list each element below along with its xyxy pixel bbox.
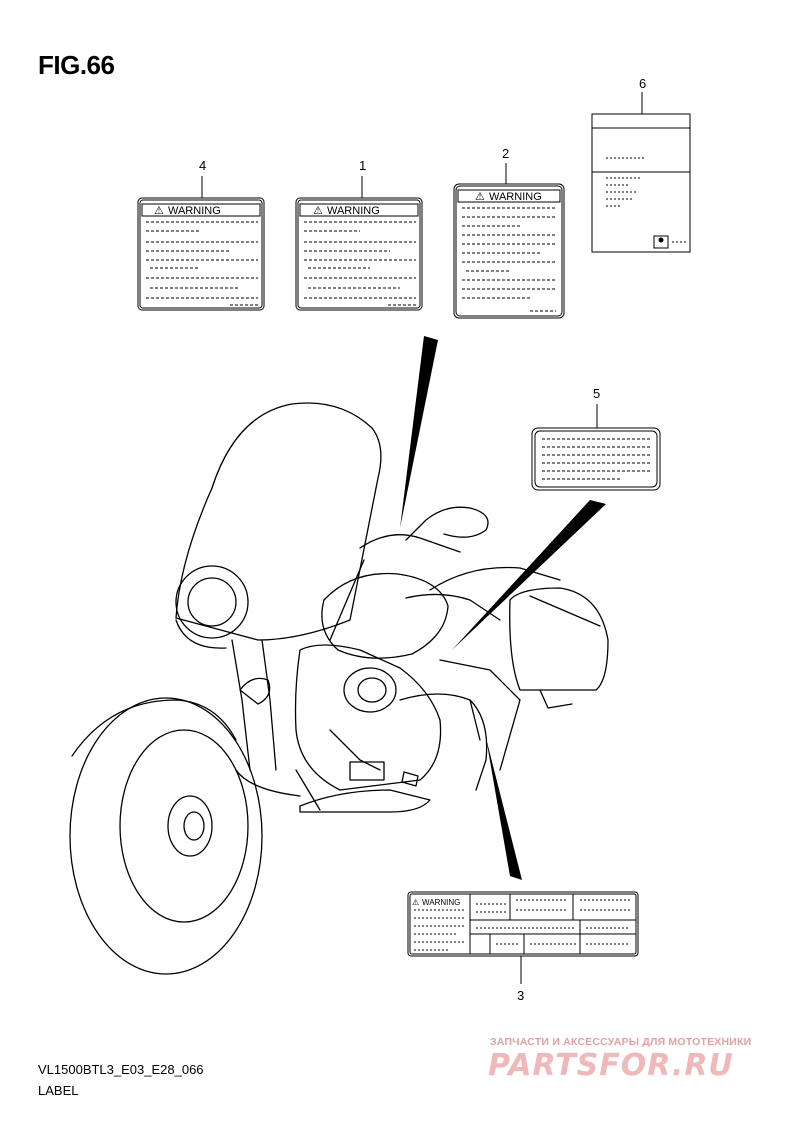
motorcycle-outline bbox=[69, 402, 609, 975]
callout-3: 3 bbox=[517, 988, 525, 1003]
callout-1: 1 bbox=[359, 158, 367, 173]
label-4 bbox=[137, 176, 265, 311]
model-code: VL1500BTL3_E03_E28_066 bbox=[38, 1062, 204, 1077]
label-3 bbox=[407, 891, 639, 984]
label-2-warning-symbol: ⚠ bbox=[475, 191, 485, 203]
label-4-warning-symbol: ⚠ bbox=[154, 205, 164, 217]
label-5 bbox=[531, 404, 661, 491]
watermark-logo: PARTSFOR.RU bbox=[488, 1048, 734, 1083]
leader-arrows bbox=[400, 336, 606, 880]
label-1-warning-text: WARNING bbox=[327, 205, 380, 217]
section-name: LABEL bbox=[38, 1083, 79, 1098]
label-3-warning-symbol: ⚠ bbox=[412, 898, 419, 907]
callout-6: 6 bbox=[639, 76, 647, 91]
label-1-warning-symbol: ⚠ bbox=[313, 205, 323, 217]
callout-2: 2 bbox=[502, 146, 510, 161]
label-6 bbox=[591, 92, 691, 253]
figure-title: FIG.66 bbox=[38, 50, 115, 80]
callout-4: 4 bbox=[199, 158, 207, 173]
label-1 bbox=[295, 176, 423, 311]
label-2 bbox=[453, 163, 565, 319]
label-4-warning-text: WARNING bbox=[168, 205, 221, 217]
watermark-tagline: ЗАПЧАСТИ И АКСЕССУАРЫ ДЛЯ МОТОТЕХНИКИ bbox=[490, 1036, 752, 1048]
label-2-warning-text: WARNING bbox=[489, 191, 542, 203]
label-3-warning-text: WARNING bbox=[422, 898, 460, 907]
callout-5: 5 bbox=[593, 386, 601, 401]
